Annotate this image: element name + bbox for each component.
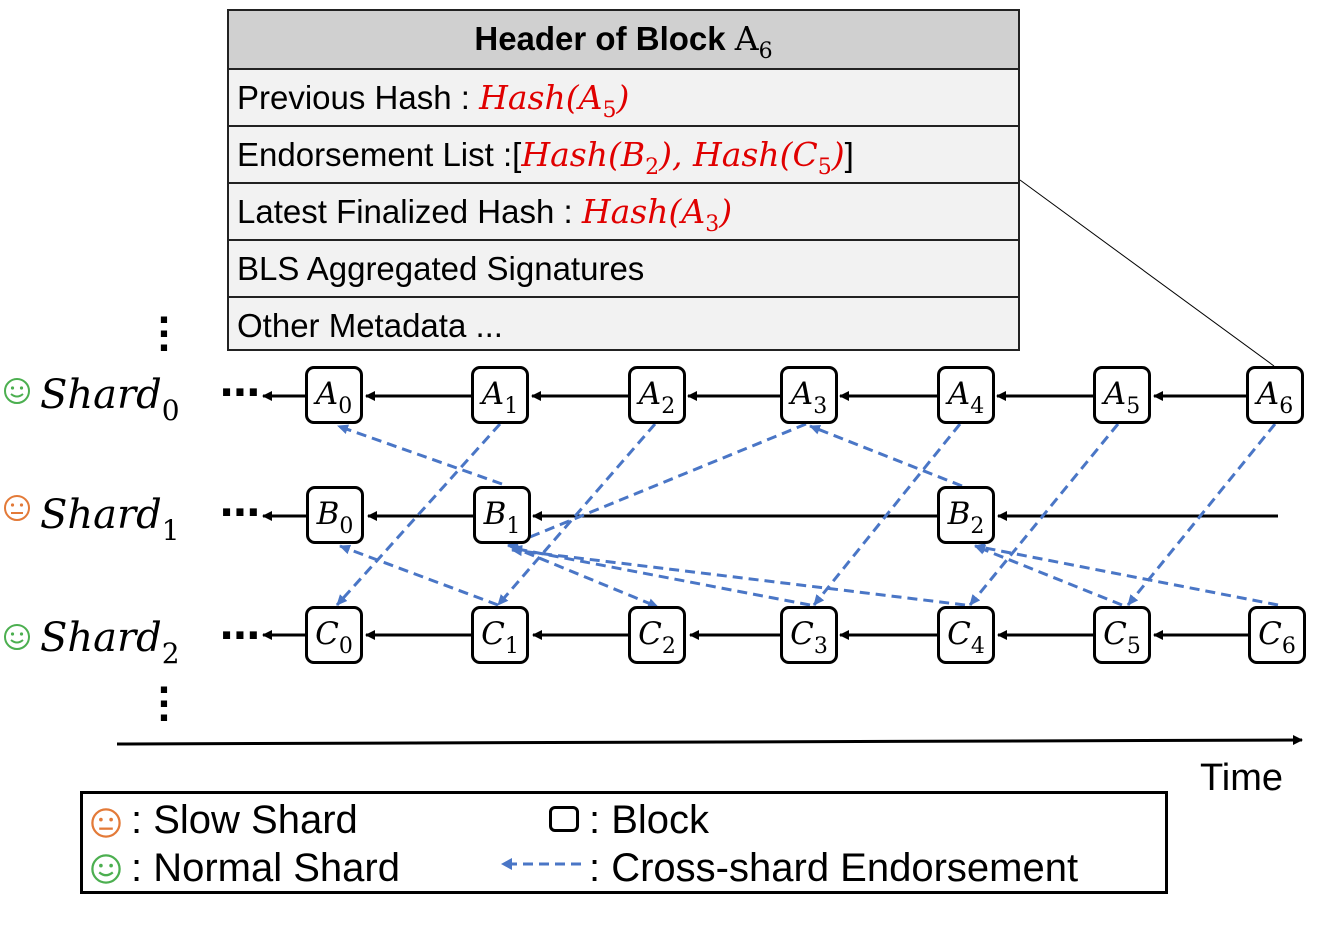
endorse-a6-c5 [1126, 423, 1277, 606]
header-row-other-metadata: Other Metadata ... [229, 296, 1018, 353]
slow-smiley-icon [4, 495, 30, 521]
normal-smiley-icon [4, 624, 30, 650]
endorse-items: Hash(B2), Hash(C5) [521, 135, 845, 180]
block-c3: C3 [780, 606, 838, 664]
legend: : Slow Shard : Normal Shard : Block : Cr… [80, 791, 1168, 894]
endorse-a3-b1 [507, 422, 807, 548]
block-b2: B2 [937, 486, 995, 544]
shard-label-1: Shard1 [40, 492, 180, 547]
legend-block-icon [549, 806, 579, 832]
endorse-a1-c0 [335, 422, 502, 607]
ellipsis-shard-2: ⋯ [220, 614, 262, 658]
endorse-c1-b0 [339, 544, 499, 607]
endorse-c3-b1 [511, 544, 811, 607]
header-row-previous-hash: Previous Hash : Hash(A5) [229, 68, 1018, 125]
time-axis-label: Time [1200, 757, 1284, 799]
shard-label-0: Shard0 [40, 372, 180, 427]
header-row-endorsement-list: Endorsement List :[Hash(B2), Hash(C5)] [229, 125, 1018, 182]
block-a5: A5 [1093, 366, 1151, 424]
endorse-b2-a3 [809, 424, 963, 488]
block-a6: A6 [1246, 366, 1304, 424]
normal-smiley-icon [4, 378, 30, 404]
shard-label-2: Shard2 [40, 615, 180, 670]
endorse-c5-b2 [974, 544, 1123, 607]
legend-slow-shard: : Slow Shard [131, 798, 358, 842]
block-c6: C6 [1248, 606, 1306, 664]
block-a3: A3 [780, 366, 838, 424]
legend-block: : Block [589, 798, 710, 842]
block-a4: A4 [937, 366, 995, 424]
endorse-c4-b1 [511, 546, 966, 607]
block-c5: C5 [1093, 606, 1151, 664]
endorse-c6-b2 [974, 543, 1279, 607]
block-a2: A2 [628, 366, 686, 424]
block-a0: A0 [305, 366, 363, 424]
ellipsis-shard-1: ⋯ [220, 491, 262, 535]
endorse-a2-c1 [496, 423, 657, 606]
block-b0: B0 [306, 486, 364, 544]
block-c0: C0 [305, 606, 363, 664]
normal-smiley-icon [91, 854, 121, 884]
time-axis [116, 735, 1303, 746]
legend-endorsement-arrow-icon [501, 858, 581, 870]
block-a1: A1 [471, 366, 529, 424]
header-row-bls-signatures: BLS Aggregated Signatures [229, 239, 1018, 296]
slow-smiley-icon [91, 808, 121, 838]
endorse-a5-c4 [968, 423, 1120, 606]
header-connector-line [1019, 179, 1275, 367]
block-c1: C1 [471, 606, 529, 664]
header-row-latest-finalized: Latest Finalized Hash : Hash(A3) [229, 182, 1018, 239]
ellipsis-shard-0: ⋯ [220, 371, 262, 415]
endorse-b1-c2 [509, 544, 659, 609]
block-b1: B1 [473, 486, 531, 544]
legend-cross-shard-endorsement: : Cross-shard Endorsement [589, 846, 1079, 890]
block-header-table: Header of Block A6 Previous Hash : Hash(… [227, 9, 1020, 351]
legend-normal-shard: : Normal Shard [131, 846, 400, 890]
block-c4: C4 [937, 606, 995, 664]
endorse-a4-c3 [812, 423, 962, 606]
header-title: Header of Block A6 [229, 11, 1018, 68]
vertical-dots-top: ... [157, 284, 173, 361]
endorse-b1-a0 [337, 424, 503, 486]
vertical-dots-bottom: ... [157, 654, 173, 731]
block-c2: C2 [628, 606, 686, 664]
